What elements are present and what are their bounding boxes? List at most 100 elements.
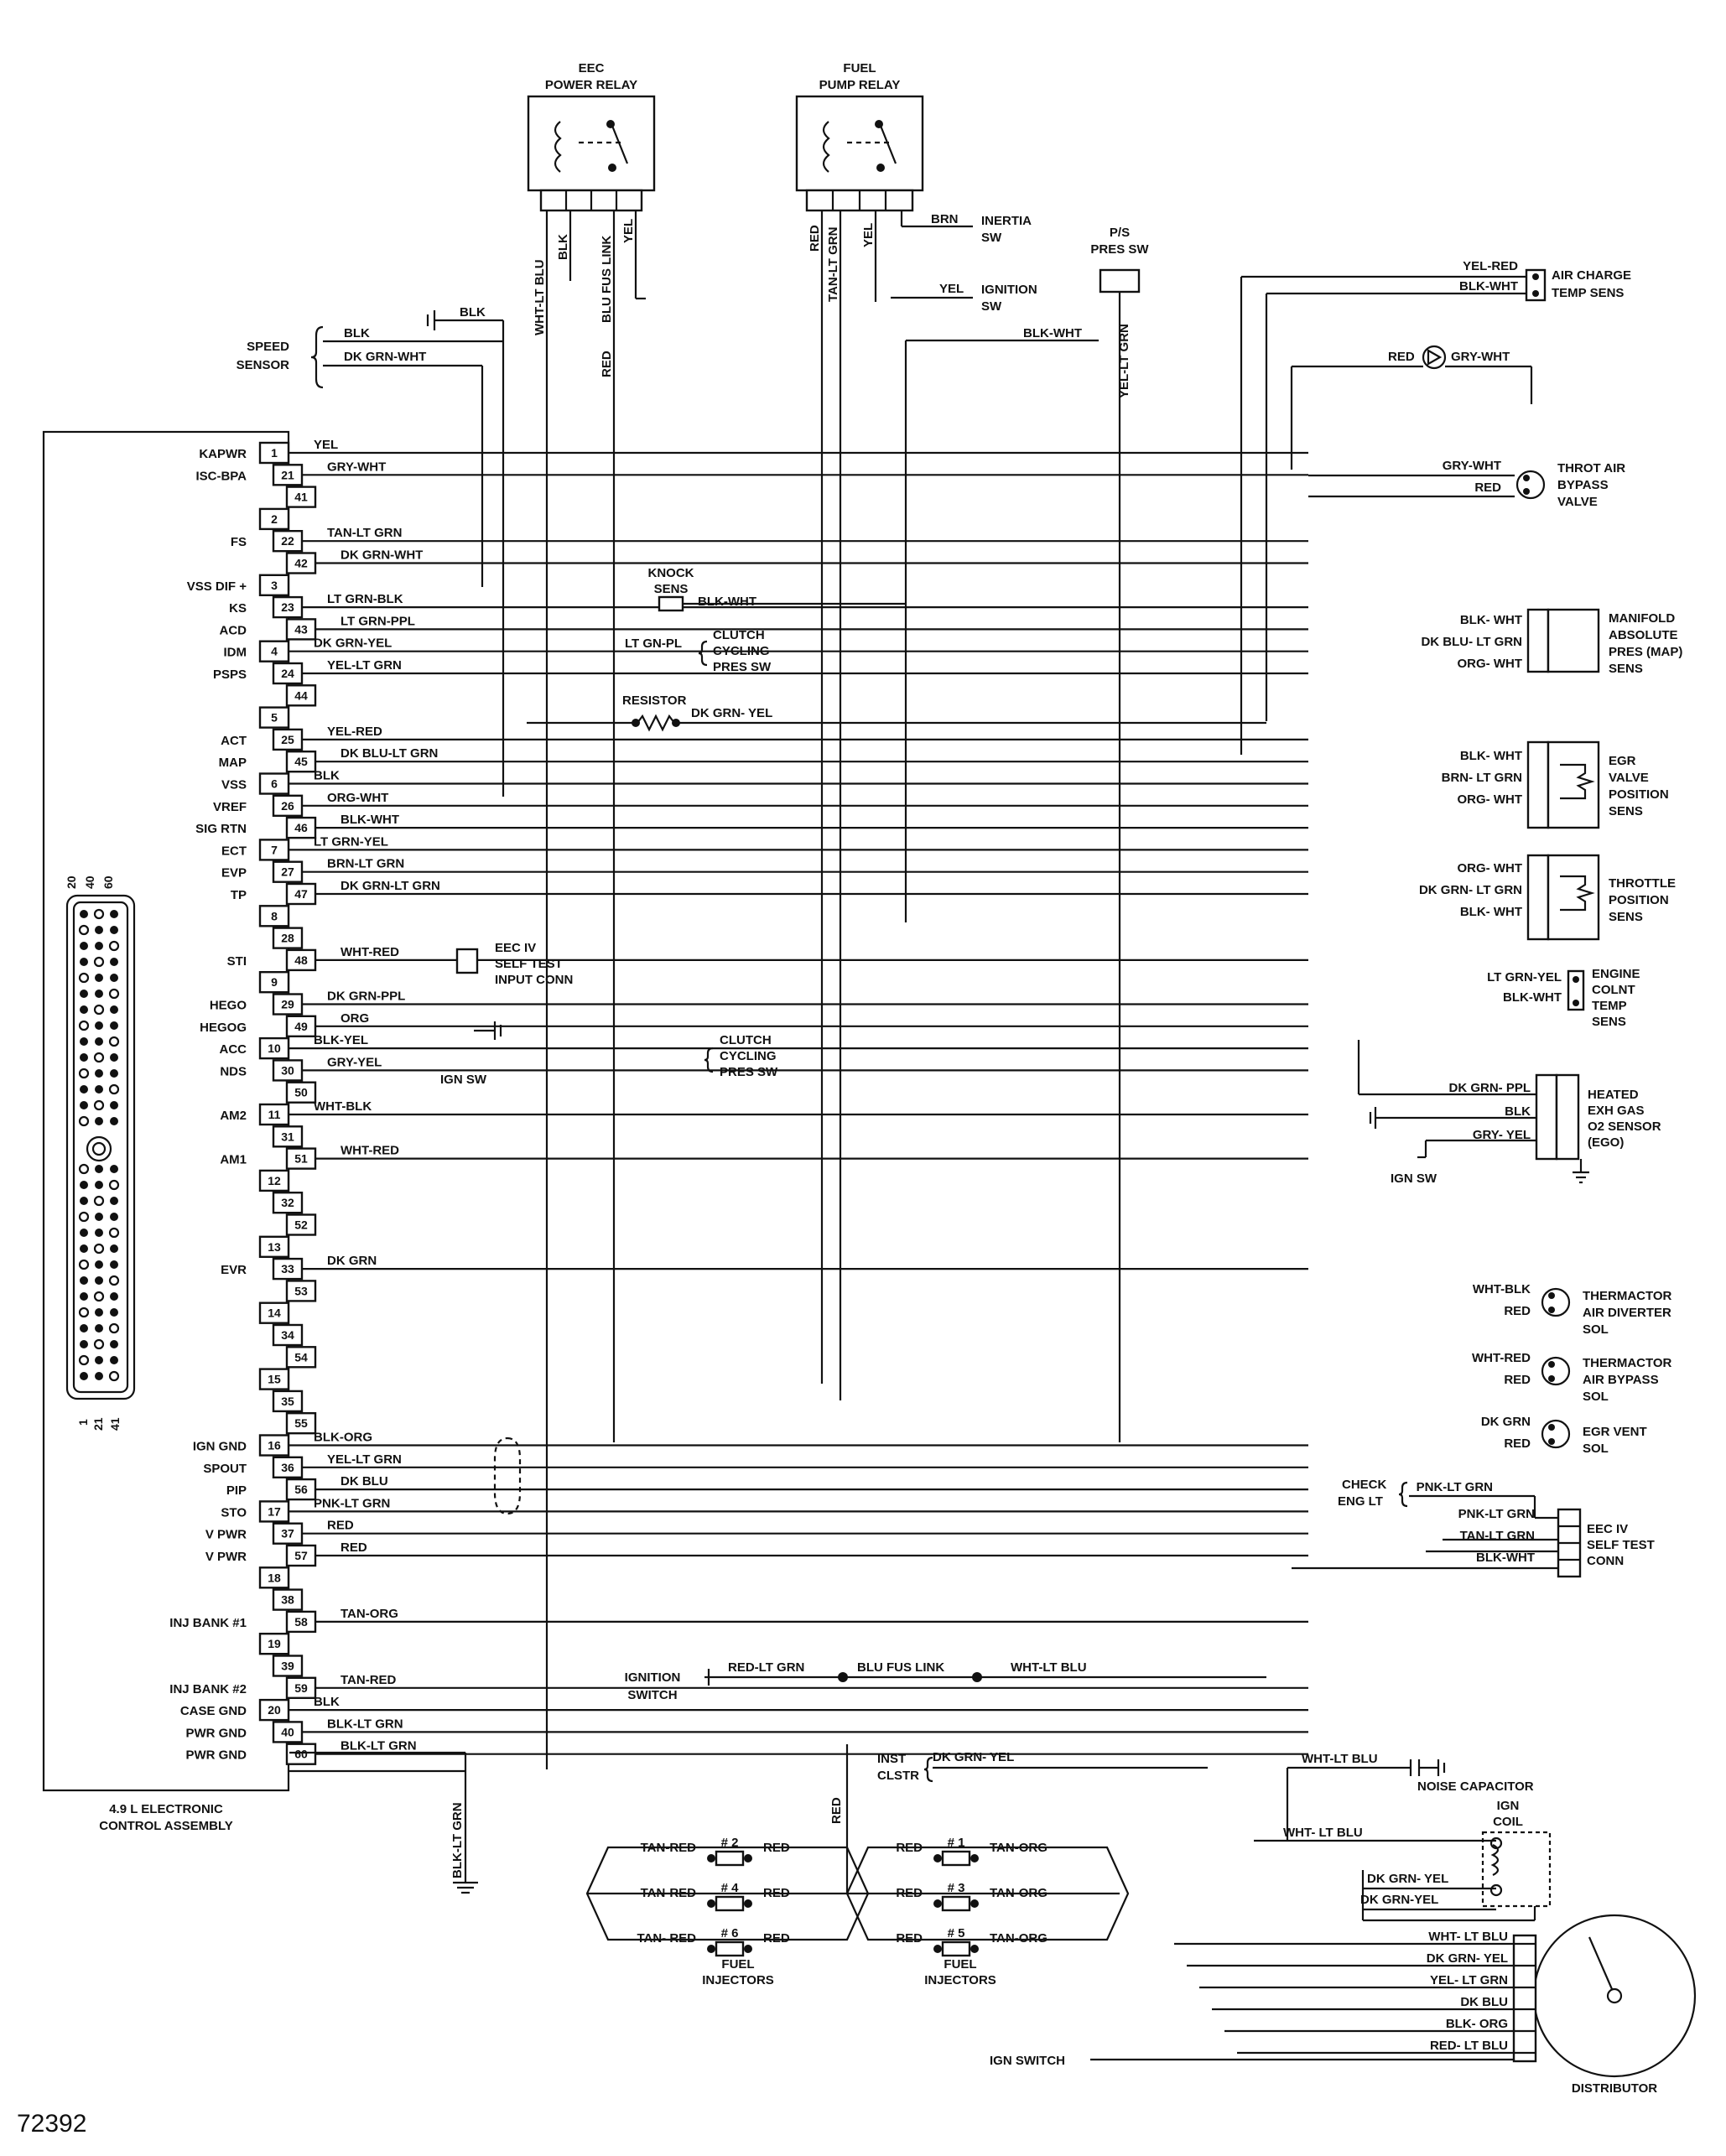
pin-number: 23 (281, 600, 294, 614)
pin-signal-label: VSS DIF + (187, 579, 247, 594)
pin-number: 44 (294, 688, 308, 702)
pin-wire-label: DK BLU-LT GRN (341, 746, 438, 761)
distributor-wire-label: DK BLU (1460, 1995, 1508, 2009)
eec-relay-label-1: EEC (579, 61, 605, 75)
egr-sens-2: VALVE (1609, 771, 1649, 785)
distributor-label: DISTRIBUTOR (1572, 2081, 1657, 2096)
stc-wire-2: PNK-LT GRN (1458, 1507, 1535, 1521)
ect-sens-4: SENS (1592, 1015, 1626, 1029)
pin-signal-label: STI (227, 954, 247, 969)
egr-wire-3: ORG- WHT (1458, 792, 1522, 807)
map-sens-3: PRES (MAP) (1609, 645, 1682, 659)
ecu-pin-5: 5 (258, 706, 290, 729)
ecu-pin-50: 50 (285, 1081, 317, 1104)
pin-signal-label: TP (231, 888, 247, 902)
blk-top-label: BLK (460, 305, 486, 320)
pin-number: 5 (271, 711, 278, 725)
pin-number: 7 (271, 843, 278, 856)
eec-relay-wire-1: WHT-LT BLU (533, 259, 547, 335)
ps-sw-label-2: PRES SW (1090, 242, 1149, 257)
pin-signal-label: IGN GND (193, 1440, 247, 1454)
tps-sens-1: THROTTLE (1609, 876, 1676, 891)
pin-wire-label: DK GRN (327, 1254, 377, 1268)
pin-wire-label: LT GRN-BLK (327, 592, 403, 606)
ect-sens-1: ENGINE (1592, 967, 1640, 981)
pin-signal-label: PIP (226, 1483, 247, 1498)
tps-wire-3: BLK- WHT (1460, 905, 1522, 919)
pin-number: 59 (294, 1681, 308, 1695)
injector-left-wire: RED (896, 1841, 923, 1855)
pin-number: 36 (281, 1461, 294, 1474)
clutch-sw-2-line2: CYCLING (720, 1049, 777, 1063)
egr-sens-1: EGR (1609, 754, 1636, 768)
egr-vent-2: SOL (1583, 1442, 1609, 1456)
egr-wire-2: BRN- LT GRN (1442, 771, 1522, 785)
pin-wire-label: DK GRN-WHT (341, 548, 423, 563)
pin-number: 46 (294, 821, 308, 834)
ign-switch-dist: IGN SWITCH (990, 2054, 1065, 2068)
pin-number: 33 (281, 1262, 294, 1275)
air-charge-2: TEMP SENS (1552, 286, 1624, 300)
air-charge-wire-2: BLK-WHT (1459, 279, 1518, 294)
pin-signal-label: HEGOG (200, 1021, 247, 1035)
pin-wire-label: WHT-RED (341, 1144, 399, 1158)
pin-number: 37 (281, 1527, 294, 1540)
pin-signal-label: VREF (213, 800, 247, 814)
pin-signal-label: MAP (219, 756, 247, 770)
pin-number: 1 (271, 446, 278, 460)
ecu-pin-55: 55 (285, 1411, 317, 1435)
therm-div-wire-2: RED (1504, 1304, 1531, 1318)
clutch-sw-2-line3: PRES SW (720, 1065, 778, 1079)
ecu-pin-37: 37 V PWR (205, 1522, 304, 1545)
pin-signal-label: V PWR (205, 1528, 247, 1542)
tps-wire-1: ORG- WHT (1458, 861, 1522, 875)
pin-signal-label: PWR GND (186, 1748, 247, 1763)
distributor-wire-label: BLK- ORG (1446, 2017, 1508, 2031)
throt-wire-1: GRY-WHT (1443, 459, 1501, 473)
pin-signal-label: EVR (221, 1263, 247, 1277)
pin-signal-label: KS (229, 601, 247, 616)
ecu-title-line-2: CONTROL ASSEMBLY (99, 1819, 232, 1833)
pin-signal-label: AM1 (220, 1153, 247, 1167)
check-eng-2: ENG LT (1338, 1494, 1383, 1509)
ego-wire-1: DK GRN- PPL (1449, 1081, 1531, 1095)
pin-number: 22 (281, 534, 294, 548)
fuel-inj-left-2: INJECTORS (702, 1973, 774, 1987)
pin-signal-label: IDM (224, 646, 247, 660)
pin-number: 11 (268, 1108, 281, 1121)
pin-number: 39 (281, 1660, 294, 1673)
pin-wire-label: TAN-ORG (341, 1607, 398, 1621)
coil-wire-3: DK GRN-YEL (1360, 1893, 1438, 1907)
ecu-pin-57: 57V PWR (205, 1544, 317, 1567)
pin-wire-label: YEL-RED (327, 725, 382, 739)
injector-number: # 5 (948, 1926, 965, 1940)
speed-sensor: SPEED SENSOR BLK DK GRN-WHT (237, 325, 503, 587)
tps-sens-3: SENS (1609, 910, 1643, 924)
ecu-pin-2: 2 (258, 507, 290, 531)
pin-number: 55 (294, 1416, 308, 1430)
ego-sens-2: EXH GAS (1588, 1104, 1645, 1118)
ecu-title-line-1: 4.9 L ELECTRONIC (109, 1802, 223, 1816)
injector-left-wire: TAN-RED (641, 1886, 697, 1900)
pin-wire-label: GRY-YEL (327, 1055, 382, 1069)
pin-wire-label: DK GRN-PPL (327, 990, 405, 1004)
ecu-pin-15: 15 (258, 1368, 290, 1390)
ecu-pin-44: 44 (285, 684, 317, 707)
ign-coil-1: IGN (1497, 1799, 1520, 1813)
injector-right-wire: TAN-ORG (990, 1886, 1048, 1900)
fuel-relay-wire-3: YEL (861, 223, 876, 247)
pin-number: 49 (294, 1020, 308, 1033)
speed-sensor-2: SENSOR (237, 358, 290, 372)
